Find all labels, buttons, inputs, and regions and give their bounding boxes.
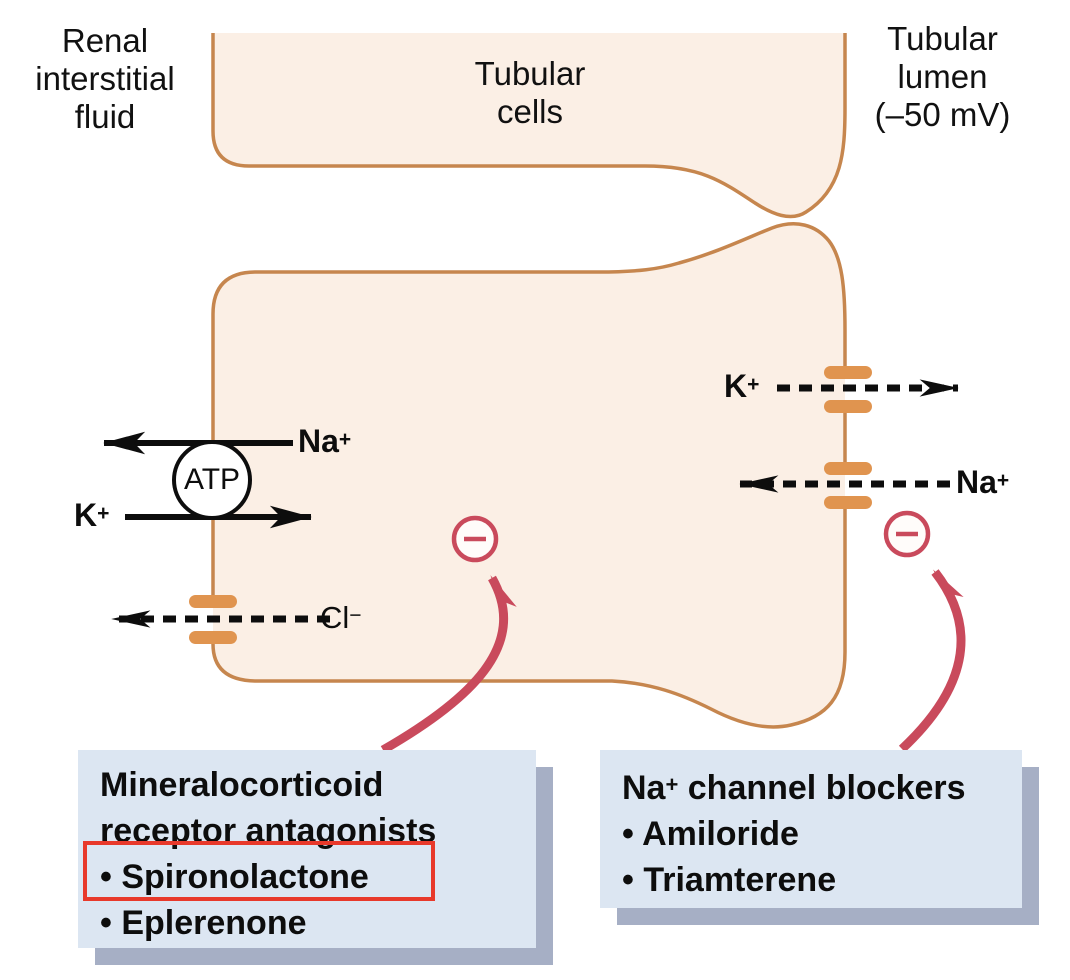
inhibition-minus-icon-left (451, 515, 499, 563)
inhibition-minus-icon-right (883, 510, 931, 558)
renal-label-line2: interstitial (35, 60, 175, 97)
cl-label: Cl− (320, 600, 362, 635)
tubular-lumen-label: Tubular lumen (–50 mV) (845, 20, 1040, 134)
right-box-heading: Na+ channel blockers (622, 769, 966, 807)
cl-channel-icon (189, 595, 237, 644)
atp-pump-icon (172, 440, 252, 520)
spironolactone-highlight-rectangle (83, 841, 435, 901)
k-luminal-label: K+ (724, 368, 760, 404)
tubular-cells-line1: Tubular (474, 55, 586, 92)
na-channel-blockers-box: Na+ channel blockers • Amiloride • Triam… (600, 750, 1022, 908)
renal-label-line1: Renal (61, 22, 149, 59)
atp-label: ATP (183, 463, 241, 496)
renal-interstitial-fluid-label: Renal interstitial fluid (10, 22, 200, 136)
tubular-cells-line2: cells (496, 93, 564, 130)
na-pump-label: Na+ (298, 423, 352, 459)
na-blocker-inhibition-arrow (898, 569, 966, 753)
tubular-cells-label: Tubular cells (430, 55, 630, 131)
right-box-item-amiloride: • Amiloride (622, 815, 799, 853)
right-box-item-triamterene: • Triamterene (622, 861, 837, 899)
tubular-cell-main-shape (213, 223, 845, 727)
tubular-cell-top-shape (213, 33, 845, 217)
na-luminal-label: Na+ (956, 464, 1010, 500)
mineralocorticoid-antagonists-box: Mineralocorticoid receptor antagonists •… (78, 750, 536, 948)
mineralocorticoid-inhibition-arrow (380, 575, 517, 754)
tubular-cell-main-membrane (211, 222, 847, 729)
tubular-cell-top-membrane (211, 33, 847, 219)
na-channel-icon (824, 462, 872, 509)
left-box-item-spironolactone: • Spironolactone (100, 858, 369, 896)
left-box-title-line1: Mineralocorticoid (100, 766, 384, 804)
left-box-item-eplerenone: • Eplerenone (100, 904, 307, 942)
tubular-lumen-line1: Tubular (887, 20, 998, 57)
k-pump-label: K+ (74, 497, 110, 533)
tubular-lumen-line3: (–50 mV) (874, 96, 1011, 133)
renal-label-line3: fluid (74, 98, 136, 135)
tubular-lumen-line2: lumen (897, 58, 988, 95)
k-channel-icon (824, 366, 872, 413)
